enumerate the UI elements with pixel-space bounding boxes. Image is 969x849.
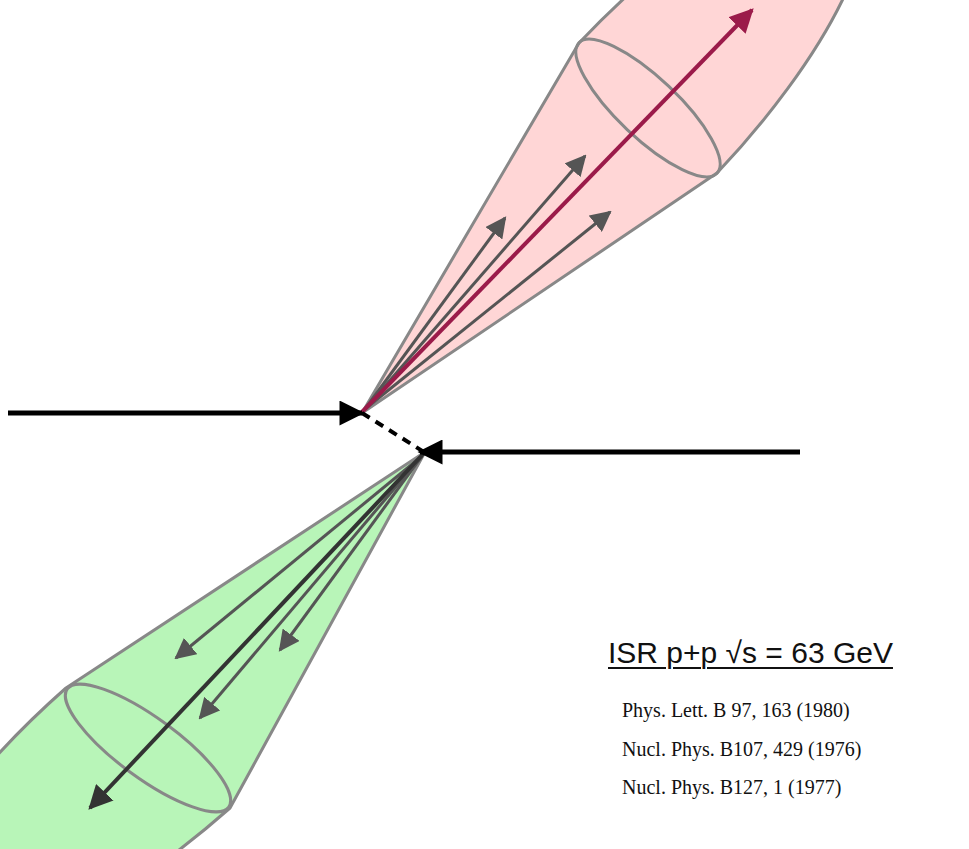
reference: Nucl. Phys. B107, 429 (1976): [622, 738, 861, 761]
beam-arrow: [8, 411, 362, 416]
heading: ISR p+p √s = 63 GeV: [608, 636, 893, 670]
jet-cone: [362, 0, 865, 413]
reference: Phys. Lett. B 97, 163 (1980): [622, 699, 850, 722]
jet-cone: [0, 452, 425, 849]
reference: Nucl. Phys. B127, 1 (1977): [622, 776, 841, 799]
leading-particle: [90, 452, 425, 808]
beam-arrow: [420, 450, 800, 455]
collision-line: [362, 413, 424, 452]
leading-particle: [362, 10, 752, 412]
